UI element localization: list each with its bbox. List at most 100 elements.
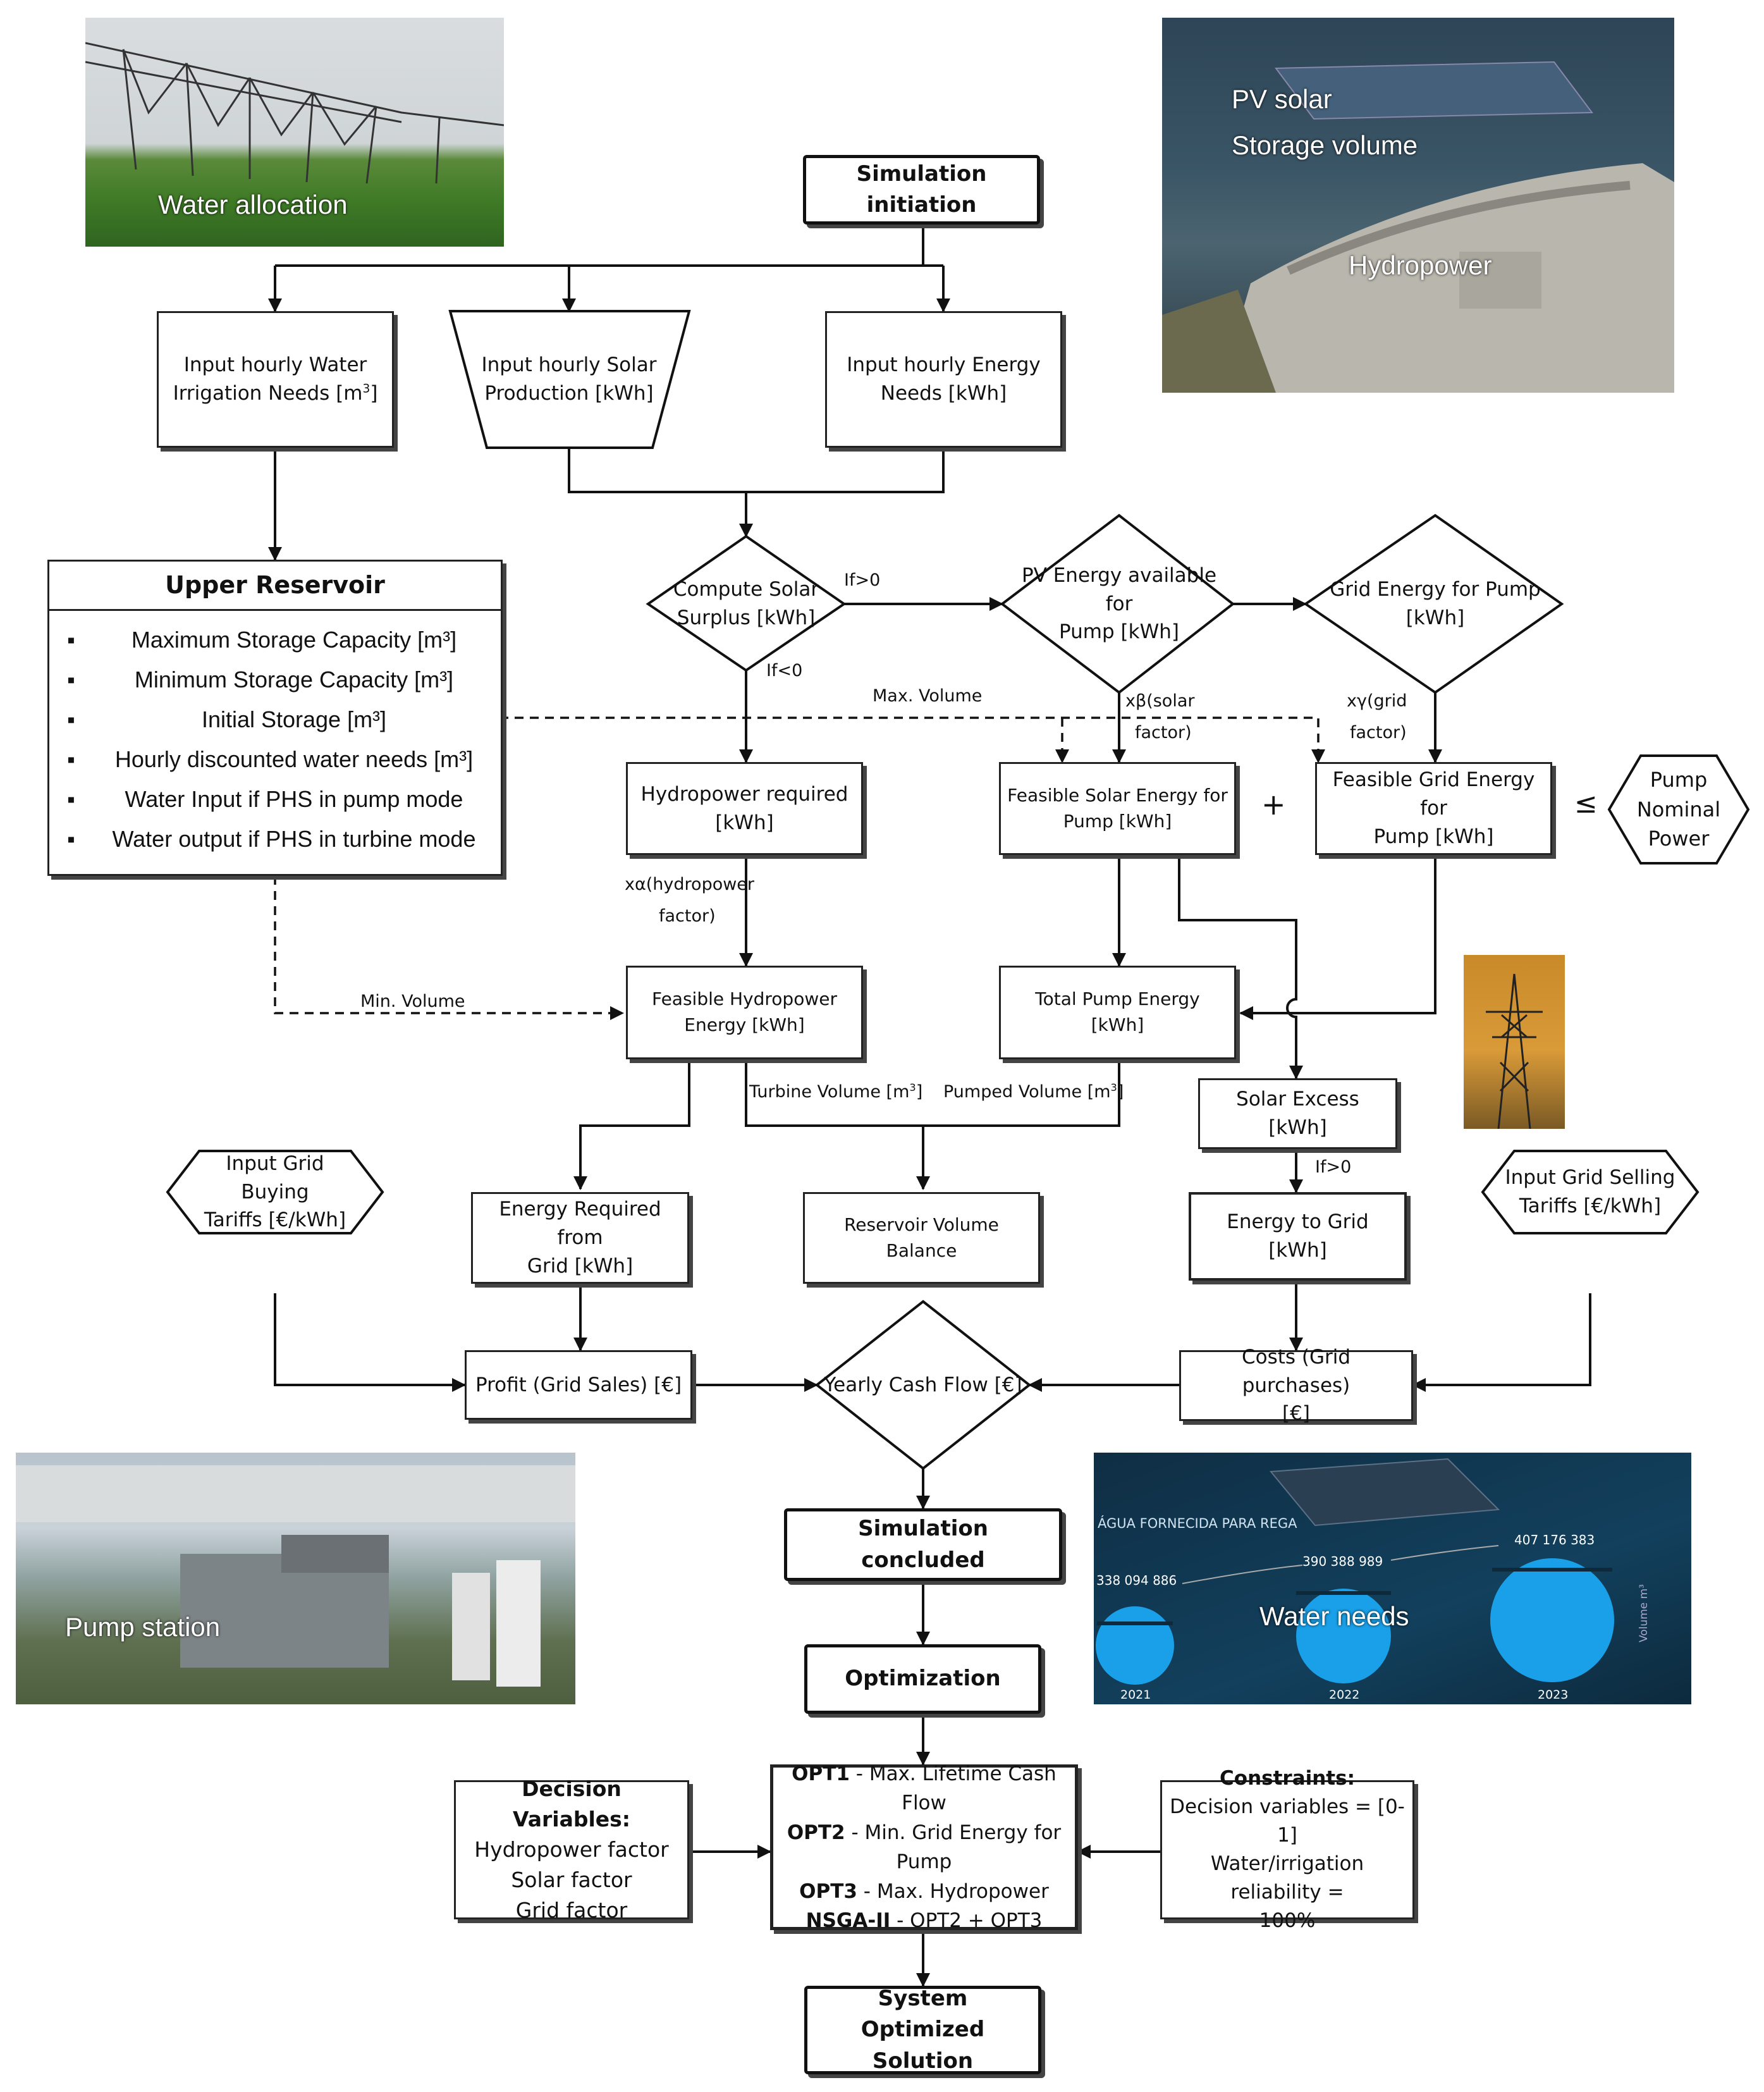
nsga-line: NSGA-II - OPT2 + OPT3 xyxy=(806,1906,1043,1936)
water-needs-axis-label: Volume m³ xyxy=(1638,1584,1650,1642)
water-needs-value-2022: 390 388 989 xyxy=(1302,1554,1383,1569)
upper-reservoir-node: Upper Reservoir Maximum Storage Capacity… xyxy=(47,560,503,876)
decision-item: Grid factor xyxy=(515,1897,628,1923)
pump-nominal-line1: Pump xyxy=(1650,768,1708,792)
costs-grid-purchases-node: Costs (Grid purchases) [€] xyxy=(1179,1346,1413,1425)
upper-reservoir-title: Upper Reservoir xyxy=(49,562,501,612)
reservoir-item: Water Input if PHS in pump mode xyxy=(56,779,494,819)
constraints-line1: Decision variables = [0-1] xyxy=(1170,1795,1405,1847)
grid-energy-pump-line2: [kWh] xyxy=(1406,606,1465,629)
hydro-required-line1: Hydropower required xyxy=(640,782,848,806)
grid-buying-line2: Tariffs [€/kWh] xyxy=(204,1209,346,1232)
decision-item: Solar factor xyxy=(511,1867,632,1892)
pv-energy-available-node: PV Energy available for Pump [kWh] xyxy=(1008,564,1230,644)
objectives-node: OPT1 - Max. Lifetime Cash Flow OPT2 - Mi… xyxy=(770,1763,1078,1932)
plus-sign: + xyxy=(1261,787,1286,821)
water-needs-caption: Water needs xyxy=(1259,1601,1409,1631)
power-pylon-icon xyxy=(1486,973,1543,1129)
pump-nominal-power-node: Pump Nominal Power xyxy=(1625,759,1732,860)
opt2-line: OPT2 - Min. Grid Energy for xyxy=(787,1818,1061,1848)
water-needs-year-2023: 2023 xyxy=(1538,1688,1569,1702)
reservoir-balance-label: Reservoir Volume Balance xyxy=(844,1214,999,1261)
energy-required-line2: Grid [kWh] xyxy=(527,1254,634,1277)
grid-buying-line1: Input Grid Buying xyxy=(226,1152,324,1203)
simulation-concluded-label: Simulation concluded xyxy=(858,1516,988,1573)
feasible-solar-line1: Feasible Solar Energy for xyxy=(1007,784,1228,806)
edge-label-x-alpha-1: xα(hydropower xyxy=(625,875,755,894)
input-solar-node: Input hourly Solar Production [kWh] xyxy=(468,332,670,427)
dam-photo: PV solar Storage volume Hydropower xyxy=(1162,18,1674,393)
feasible-grid-line1: Feasible Grid Energy for xyxy=(1332,768,1535,820)
reservoir-volume-balance-node: Reservoir Volume Balance xyxy=(803,1192,1040,1284)
edge-label-x-gamma-1: xγ(grid xyxy=(1347,691,1407,711)
feasible-solar-line2: Pump [kWh] xyxy=(1063,810,1172,832)
grid-energy-pump-line1: Grid Energy for Pump xyxy=(1330,578,1541,601)
storage-volume-caption: Storage volume xyxy=(1232,130,1418,160)
pump-nominal-line2: Nominal xyxy=(1636,797,1721,821)
edge-label-pumped-volume: Pumped Volume [m3] xyxy=(943,1081,1124,1102)
feasible-hydro-line1: Feasible Hydropower xyxy=(652,988,837,1010)
input-grid-selling-node: Input Grid Selling Tariffs [€/kWh] xyxy=(1505,1154,1675,1230)
opt2-key: OPT2 xyxy=(787,1821,845,1844)
compute-surplus-line1: Compute Solar xyxy=(673,578,819,601)
edge-label-min-volume: Min. Volume xyxy=(360,992,465,1011)
reservoir-item: Maximum Storage Capacity [m³] xyxy=(56,620,494,660)
input-energy-line1: Input hourly Energy xyxy=(847,354,1041,377)
turbine-volume-text: Turbine Volume [m xyxy=(749,1082,910,1102)
pump-station-caption: Pump station xyxy=(65,1612,221,1642)
input-solar-line1: Input hourly Solar xyxy=(481,354,657,377)
decision-variables-node: Decision Variables: Hydropower factor So… xyxy=(454,1776,689,1923)
reservoir-item: Initial Storage [m³] xyxy=(56,699,494,739)
opt1-key: OPT1 xyxy=(792,1762,850,1785)
opt1-line: OPT1 - Max. Lifetime Cash Flow xyxy=(780,1759,1069,1818)
feasible-grid-node: Feasible Grid Energy for Pump [kWh] xyxy=(1315,762,1552,855)
water-needs-value-2023: 407 176 383 xyxy=(1514,1532,1595,1547)
yearly-cash-label: Yearly Cash Flow [€] xyxy=(824,1373,1022,1396)
compute-solar-surplus-node: Compute Solar Surplus [kWh] xyxy=(661,569,831,639)
grid-selling-line1: Input Grid Selling xyxy=(1505,1166,1675,1190)
input-grid-buying-node: Input Grid Buying Tariffs [€/kWh] xyxy=(190,1152,360,1232)
feasible-hydropower-node: Feasible Hydropower Energy [kWh] xyxy=(626,966,863,1059)
transmission-tower-photo xyxy=(1464,955,1565,1129)
input-energy-line2: Needs [kWh] xyxy=(880,382,1007,405)
nsga-key: NSGA-II xyxy=(805,1909,891,1932)
pv-available-line1: PV Energy available for xyxy=(1021,563,1217,615)
costs-line1: Costs (Grid purchases) xyxy=(1241,1345,1351,1397)
hydro-required-line2: [kWh] xyxy=(715,811,774,834)
water-allocation-photo: Water allocation xyxy=(85,18,504,247)
feasible-hydro-line2: Energy [kWh] xyxy=(684,1014,805,1035)
water-needs-infographic: ÁGUA FORNECIDA PARA REGA 338 094 886 390… xyxy=(1094,1453,1691,1704)
pumped-volume-text: Pumped Volume [m xyxy=(943,1082,1111,1102)
constraints-line2: Water/irrigation reliability = xyxy=(1210,1852,1364,1904)
grid-selling-line2: Tariffs [€/kWh] xyxy=(1519,1195,1662,1217)
edge-label-if-gt0: If>0 xyxy=(844,570,881,590)
reservoir-item: Minimum Storage Capacity [m³] xyxy=(56,660,494,699)
hydropower-caption: Hydropower xyxy=(1349,250,1492,280)
constraints-title: Constraints: xyxy=(1220,1767,1355,1790)
edge-label-turbine-volume: Turbine Volume [m3] xyxy=(749,1081,923,1102)
pump-station-illustration xyxy=(16,1465,575,1687)
feasible-grid-line2: Pump [kWh] xyxy=(1373,825,1494,848)
energy-to-grid-node: Energy to Grid [kWh] xyxy=(1189,1192,1407,1281)
edge-label-x-gamma-2: factor) xyxy=(1350,723,1407,742)
water-needs-year-2022: 2022 xyxy=(1329,1688,1360,1702)
yearly-cash-flow-node: Yearly Cash Flow [€] xyxy=(822,1353,1024,1417)
opt1-text: - Max. Lifetime Cash Flow xyxy=(849,1762,1057,1815)
system-optimized-line2: Solution xyxy=(872,2048,974,2074)
water-allocation-caption: Water allocation xyxy=(158,190,348,219)
total-pump-energy-node: Total Pump Energy [kWh] xyxy=(999,966,1236,1059)
solar-excess-node: Solar Excess [kWh] xyxy=(1198,1078,1397,1149)
water-needs-bubbles xyxy=(1096,1458,1614,1685)
input-solar-line2: Production [kWh] xyxy=(484,382,654,405)
solar-excess-label: Solar Excess [kWh] xyxy=(1236,1088,1359,1139)
input-water-line2-text: Irrigation Needs [m xyxy=(173,382,363,405)
dam-illustration xyxy=(1162,61,1674,393)
opt2-text: - Min. Grid Energy for xyxy=(845,1821,1062,1844)
upper-reservoir-list: Maximum Storage Capacity [m³] Minimum St… xyxy=(49,611,501,859)
reservoir-item: Hourly discounted water needs [m³] xyxy=(56,739,494,779)
profit-label: Profit (Grid Sales) [€] xyxy=(475,1373,682,1396)
constraints-node: Constraints: Decision variables = [0-1] … xyxy=(1160,1767,1414,1932)
edge-label-max-volume: Max. Volume xyxy=(873,686,983,706)
energy-to-grid-label: Energy to Grid [kWh] xyxy=(1227,1210,1369,1262)
